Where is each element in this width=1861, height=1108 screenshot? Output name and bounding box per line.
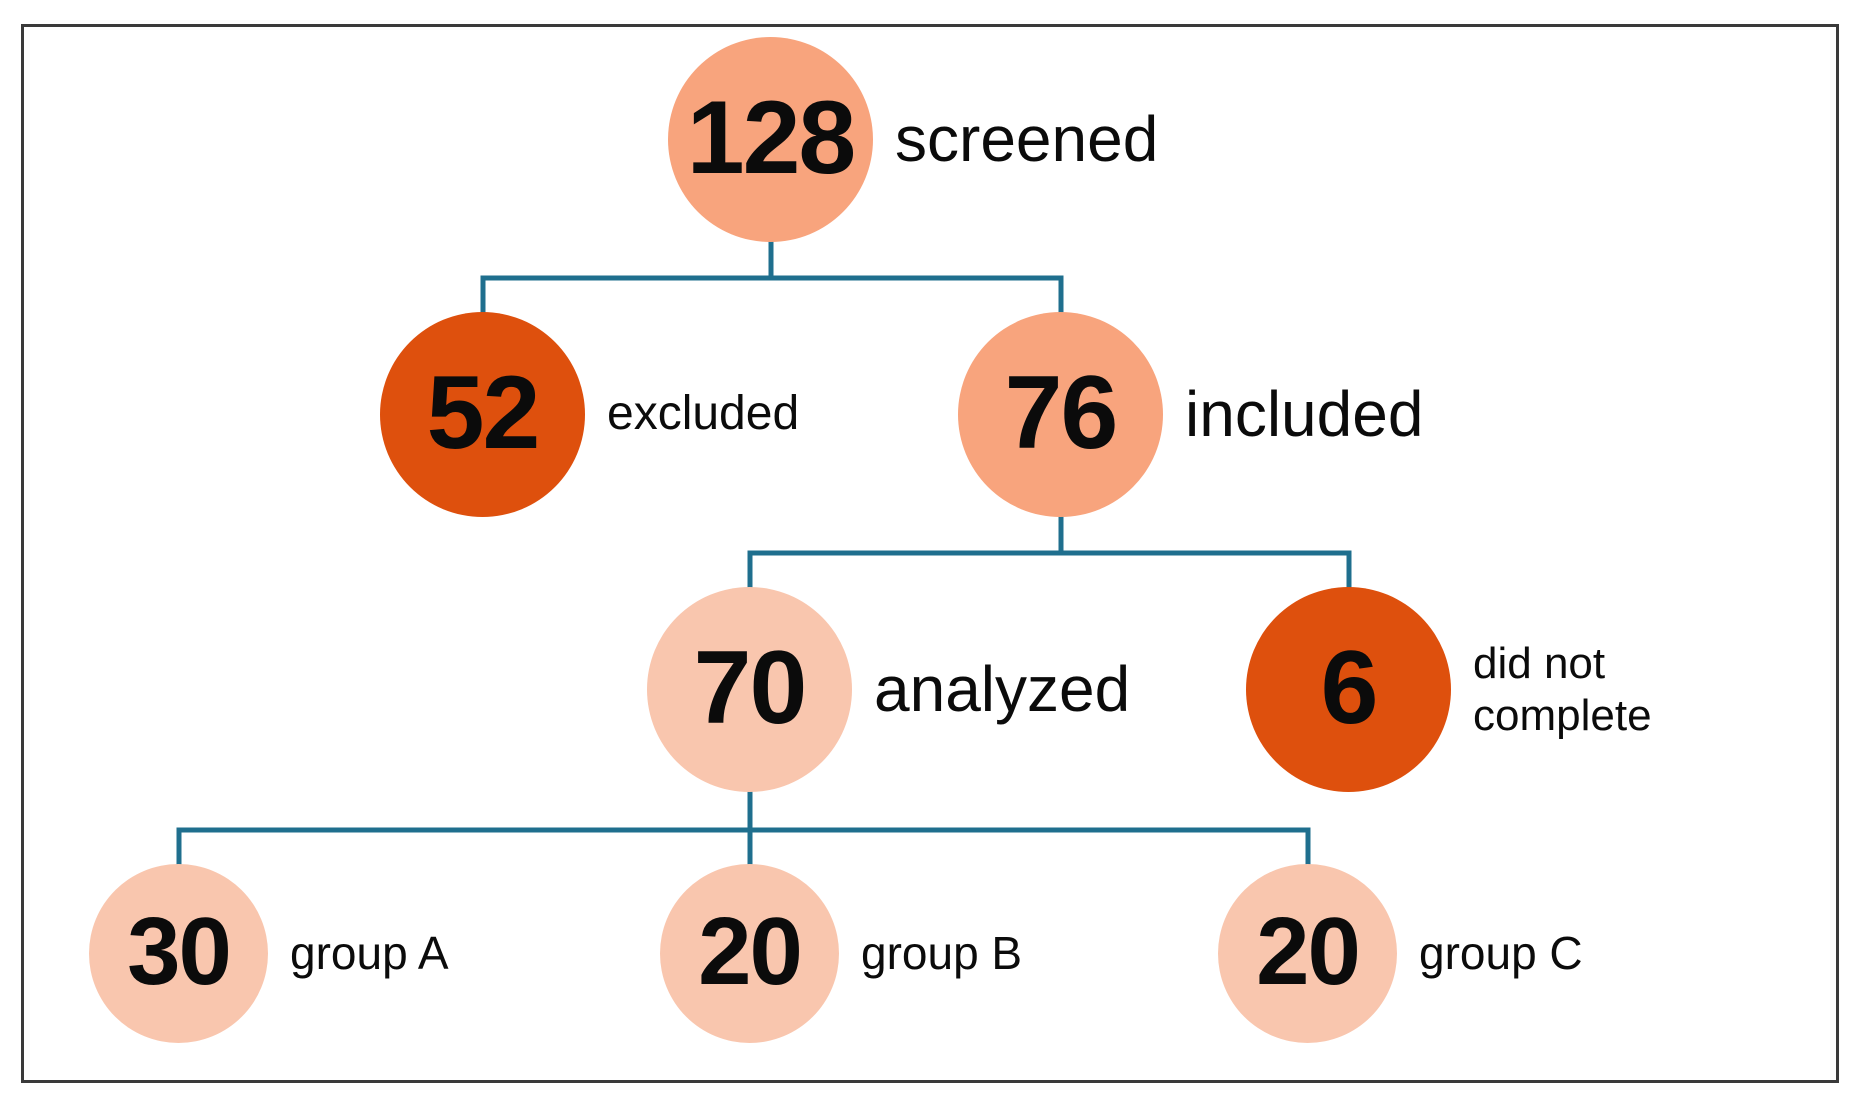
screened-count: 128 (686, 79, 857, 196)
excluded-count: 52 (426, 354, 541, 471)
group-b-circle: 20 (660, 864, 839, 1043)
diagram-border (21, 24, 1839, 1083)
group-c-circle: 20 (1218, 864, 1397, 1043)
node-group-a: 30 group A (89, 864, 449, 1043)
node-analyzed: 70 analyzed (647, 587, 1130, 792)
excluded-circle: 52 (380, 312, 585, 517)
group-a-circle: 30 (89, 864, 268, 1043)
analyzed-circle: 70 (647, 587, 852, 792)
connector-branch-row2 (480, 275, 1064, 316)
group-c-count: 20 (1256, 897, 1361, 1005)
group-b-label: group B (861, 927, 1023, 980)
included-count: 76 (1004, 354, 1119, 471)
connector-branch-row3 (747, 550, 1352, 591)
node-included: 76 included (958, 312, 1423, 517)
analyzed-label: analyzed (874, 652, 1131, 725)
excluded-label: excluded (607, 387, 800, 441)
group-a-count: 30 (127, 897, 232, 1005)
node-screened: 128 screened (668, 37, 1158, 242)
group-a-label: group A (290, 927, 449, 980)
group-c-label: group C (1419, 927, 1583, 980)
node-group-b: 20 group B (660, 864, 1022, 1043)
did-not-complete-count: 6 (1320, 629, 1379, 746)
group-b-count: 20 (698, 897, 803, 1005)
did-not-complete-circle: 6 (1246, 587, 1451, 792)
included-label: included (1185, 377, 1424, 450)
node-group-c: 20 group C (1218, 864, 1583, 1043)
node-excluded: 52 excluded (380, 312, 799, 517)
did-not-complete-label: did not complete (1473, 639, 1652, 740)
screened-label: screened (895, 102, 1159, 175)
connector-branch-row4 (176, 827, 1311, 868)
included-circle: 76 (958, 312, 1163, 517)
screened-circle: 128 (668, 37, 873, 242)
node-did-not-complete: 6 did not complete (1246, 587, 1713, 792)
analyzed-count: 70 (693, 629, 808, 746)
